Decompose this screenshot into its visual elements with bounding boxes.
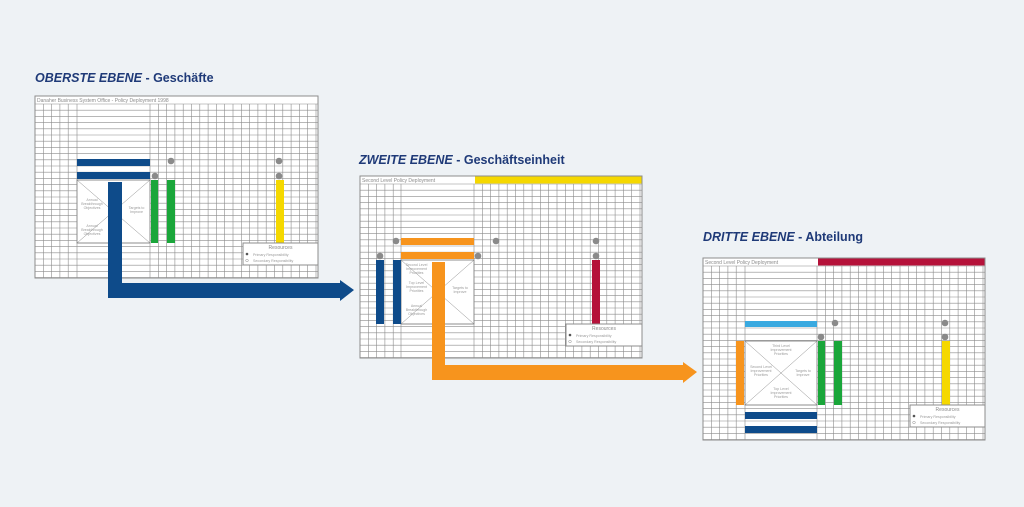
legend-secondary: Secondary Responsibility: [253, 259, 294, 263]
orange-bar: [401, 252, 474, 259]
level-3-title-rest: - Abteilung: [794, 230, 863, 244]
secondary-dot-icon: [912, 421, 916, 425]
x-matrix-label: Second Level Improvement Priorities: [405, 263, 428, 276]
legend-secondary: Secondary Responsibility: [576, 340, 617, 344]
matrix-header-text: Danaher Business System Office - Policy …: [37, 98, 169, 104]
navy-bar: [745, 412, 817, 419]
light_blue-bar: [745, 321, 817, 327]
green-bar: [834, 341, 842, 405]
grid-line: [744, 340, 818, 406]
responsibility-dot-icon: [275, 157, 283, 165]
orange-arrow: [432, 262, 697, 383]
responsibility-dot-icon: [941, 319, 949, 327]
responsibility-dot-icon: [474, 252, 482, 260]
resources-legend: [242, 242, 319, 266]
responsibility-dot-icon: [275, 172, 283, 180]
navy-bar: [77, 159, 150, 166]
navy-bar: [745, 426, 817, 433]
legend-title: Resources: [936, 407, 960, 413]
responsibility-dot-icon: [592, 252, 600, 260]
matrix-border: [359, 175, 643, 359]
primary-dot-icon: [568, 333, 572, 337]
level-2-title-rest: - Geschäftseinheit: [452, 153, 565, 167]
matrix-level-1: Danaher Business System Office - Policy …: [34, 95, 319, 279]
x-matrix-label: Top Level Improvement Priorities: [770, 387, 792, 400]
matrix-border: [702, 257, 986, 441]
legend-title: Resources: [592, 326, 616, 332]
navy-arrow: [108, 182, 354, 301]
x-matrix-label: Second Level Improvement Priorities: [750, 365, 772, 378]
level-2-title-em: ZWEITE EBENE: [359, 153, 453, 167]
level-1-title-rest: - Geschäfte: [141, 71, 214, 85]
responsibility-dot-icon: [167, 157, 175, 165]
orange-bar: [401, 238, 474, 245]
x-matrix-label: Annual Breakthrough Objectives: [81, 224, 103, 237]
x-matrix-label: Top Level Improvement Priorities: [406, 281, 427, 294]
x-matrix-label: Annual Breakthrough Objectives: [81, 198, 103, 211]
secondary-dot-icon: [245, 259, 249, 263]
responsibility-dot-icon: [941, 333, 949, 341]
primary-dot-icon: [912, 414, 916, 418]
yellow-bar: [276, 180, 284, 243]
responsibility-dot-icon: [151, 172, 159, 180]
legend-primary: Primary Responsibility: [253, 253, 289, 257]
orange-bar: [736, 341, 744, 405]
responsibility-dot-icon: [492, 237, 500, 245]
x-matrix-label: Targets to Improve: [795, 369, 811, 378]
header-color-bar: [818, 258, 985, 266]
matrix-level-3: Second Level Policy DeploymentResourcesP…: [702, 257, 986, 441]
yellow-bar: [942, 341, 950, 405]
responsibility-dot-icon: [592, 237, 600, 245]
level-3-title-em: DRITTE EBENE: [703, 230, 795, 244]
matrix-header-text: Second Level Policy Deployment: [705, 260, 779, 266]
green-bar: [818, 341, 825, 405]
level-1-title: OBERSTE EBENE - Geschäfte: [35, 71, 214, 85]
legend-title: Resources: [269, 245, 293, 251]
level-1-title-em: OBERSTE EBENE: [35, 71, 142, 85]
navy-bar: [77, 172, 150, 179]
responsibility-dot-icon: [831, 319, 839, 327]
primary-dot-icon: [245, 252, 249, 256]
x-matrix-label: Annual Breakthrough Objectives: [405, 304, 428, 317]
responsibility-dot-icon: [392, 237, 400, 245]
navy-bar: [376, 260, 384, 324]
header-color-bar: [475, 176, 642, 184]
level-3-title: DRITTE EBENE - Abteilung: [703, 230, 863, 244]
x-matrix-label: Third Level Improvement Priorities: [770, 344, 792, 357]
resources-legend: [909, 404, 986, 428]
x-matrix-label: Targets to Improve: [452, 286, 468, 295]
responsibility-dot-icon: [817, 333, 825, 341]
resources-legend: [565, 323, 643, 347]
green-bar: [167, 180, 175, 243]
secondary-dot-icon: [568, 340, 572, 344]
level-2-title: ZWEITE EBENE - Geschäftseinheit: [359, 153, 565, 167]
x-matrix-label: Targets to Improve: [128, 206, 145, 215]
responsibility-dot-icon: [376, 252, 384, 260]
red-bar: [592, 260, 600, 324]
matrix-border: [34, 95, 319, 279]
legend-primary: Primary Responsibility: [576, 334, 612, 338]
legend-secondary: Secondary Responsibility: [920, 421, 961, 425]
green-bar: [151, 180, 158, 243]
matrix-level-2: Second Level Policy DeploymentResourcesP…: [359, 175, 643, 359]
navy-bar: [393, 260, 401, 324]
matrix-header-text: Second Level Policy Deployment: [362, 178, 436, 184]
legend-primary: Primary Responsibility: [920, 415, 956, 419]
